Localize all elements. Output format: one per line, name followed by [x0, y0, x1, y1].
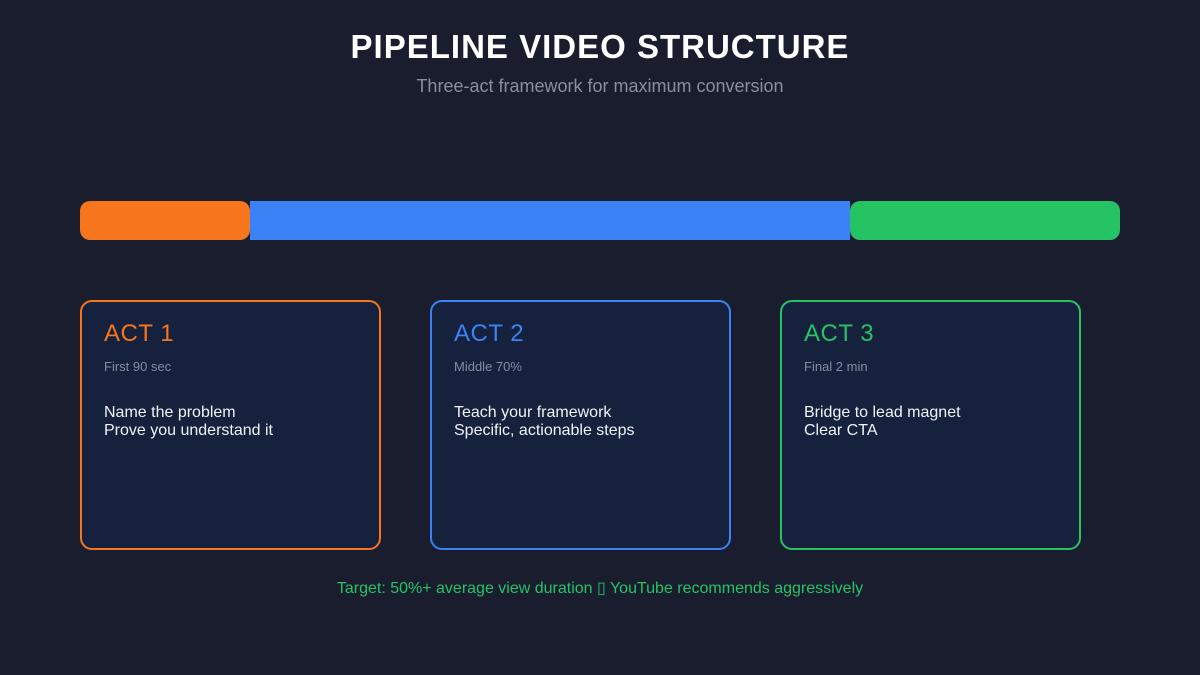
timeline-segment-act3 [850, 201, 1120, 240]
act-1-description: Name the problem Prove you understand it [104, 404, 357, 441]
timeline-segment-act2 [250, 201, 851, 240]
act-1-line-1: Name the problem [104, 404, 236, 421]
act-2-card: ACT 2 Middle 70% Teach your framework Sp… [430, 300, 731, 550]
act-1-line-2: Prove you understand it [104, 422, 273, 440]
page-subtitle: Three-act framework for maximum conversi… [416, 76, 784, 96]
slide-header: PIPELINE VIDEO STRUCTURE Three-act frame… [0, 0, 1200, 97]
act-3-title: ACT 3 [804, 320, 875, 347]
act-2-line-1: Teach your framework [454, 404, 612, 421]
act-1-duration: First 90 sec [104, 359, 172, 374]
act-3-line-2: Clear CTA [804, 422, 878, 440]
act-2-description: Teach your framework Specific, actionabl… [454, 404, 707, 441]
act-3-description: Bridge to lead magnet Clear CTA [804, 404, 1057, 441]
timeline-segment-act1 [80, 201, 251, 240]
act-3-line-1: Bridge to lead magnet [804, 404, 961, 421]
act-cards-row: ACT 1 First 90 sec Name the problem Prov… [80, 300, 1081, 550]
act-3-duration: Final 2 min [804, 359, 868, 374]
act-1-card: ACT 1 First 90 sec Name the problem Prov… [80, 300, 381, 550]
act-3-card: ACT 3 Final 2 min Bridge to lead magnet … [780, 300, 1081, 550]
act-2-line-2: Specific, actionable steps [454, 422, 635, 440]
target-note: Target: 50%+ average view duration ▯ You… [336, 580, 864, 597]
act-2-duration: Middle 70% [454, 359, 522, 374]
page-title: PIPELINE VIDEO STRUCTURE [350, 28, 850, 65]
act-2-title: ACT 2 [454, 320, 525, 347]
three-act-timeline-bar [80, 201, 1120, 240]
act-1-title: ACT 1 [104, 320, 175, 347]
